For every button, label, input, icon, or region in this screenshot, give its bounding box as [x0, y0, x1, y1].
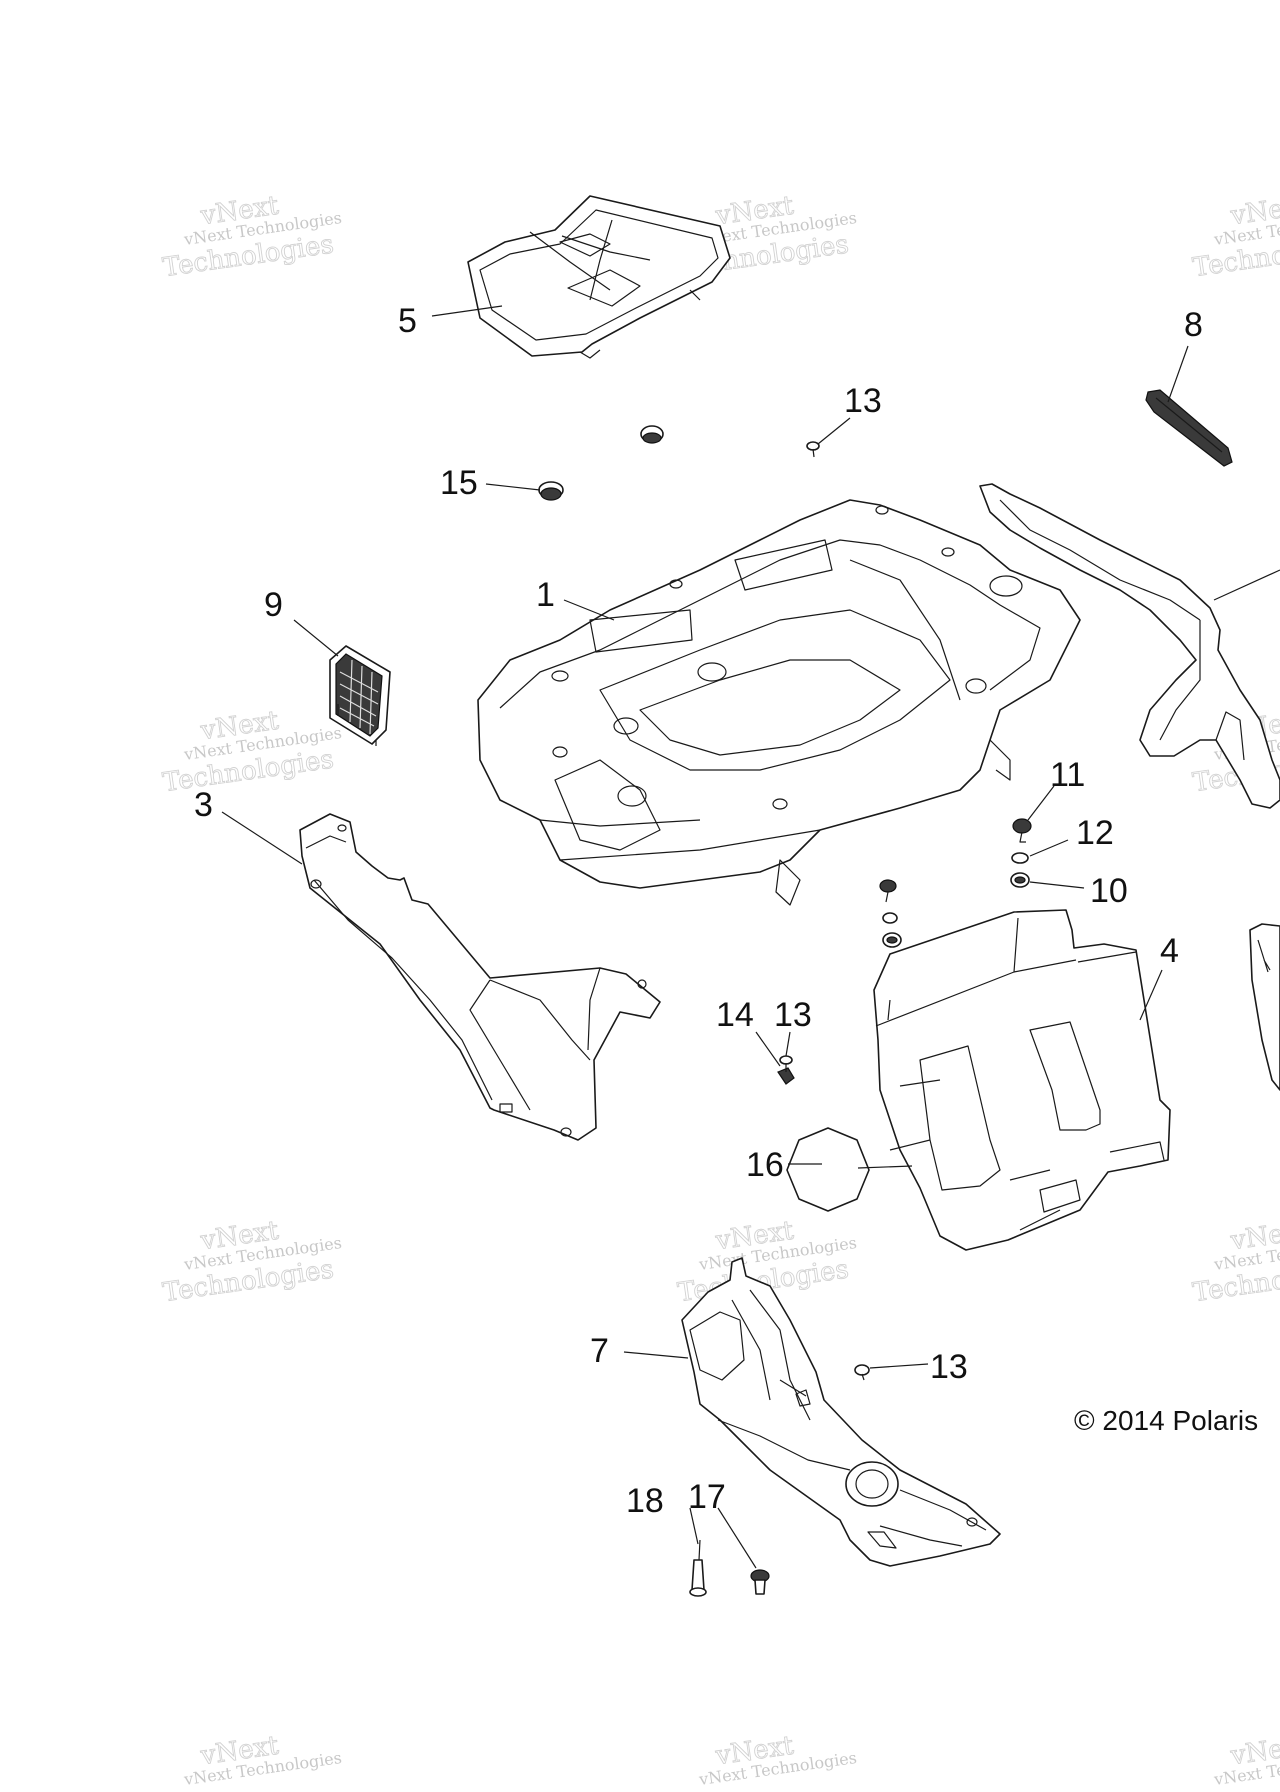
right-edge-partial-part	[1249, 923, 1280, 1091]
callout-5: 5	[398, 302, 417, 340]
part-13-screw	[779, 1055, 793, 1072]
watermark: vNext vNext Technologies Technologies	[160, 190, 342, 283]
callout-13: 13	[844, 382, 882, 420]
callout-1: 1	[536, 576, 555, 614]
watermark: vNext vNext Technologies Technologies	[160, 1215, 342, 1308]
callout-11: 11	[1050, 756, 1085, 794]
part-12-washer	[882, 852, 1029, 924]
callout-9: 9	[264, 586, 283, 624]
part-17-push-fastener	[750, 1569, 770, 1595]
callout-16: 16	[746, 1146, 784, 1184]
callout-labels: 5 8 13 15 1 9 3 11 12 10 4 14 13 16 7 13…	[194, 302, 1203, 1520]
callout-14: 14	[716, 996, 754, 1034]
part-18-pin-rivet	[689, 1539, 707, 1597]
callout-3: 3	[194, 786, 213, 824]
part-3-left-side-panel	[299, 813, 661, 1141]
callout-7: 7	[590, 1332, 609, 1370]
watermark: vNext vNext Technologies	[1212, 1730, 1280, 1789]
watermark: vNext vNext Technologies Technologies	[1190, 190, 1280, 283]
part-5-cover-panel	[467, 195, 731, 359]
part-10-nut	[882, 872, 1030, 948]
part-14-clip	[777, 1067, 795, 1085]
leader-lines	[221, 305, 1189, 1569]
part-11-push-rivet	[879, 818, 1032, 903]
part-9-vent-grille	[329, 645, 391, 746]
part-16-octagon-label	[786, 1127, 870, 1212]
watermark: vNext vNext Technologies	[697, 1730, 858, 1789]
callout-4: 4	[1160, 932, 1179, 970]
callout-8: 8	[1184, 306, 1203, 344]
callout-15: 15	[440, 464, 478, 502]
copyright-notice: © 2014 Polaris	[1074, 1405, 1258, 1436]
callout-13: 13	[774, 996, 812, 1034]
callout-18: 18	[626, 1482, 664, 1520]
part-15-grommet	[538, 425, 664, 501]
part-13-screw	[806, 441, 820, 458]
part-4-rear-panel	[873, 909, 1171, 1251]
callout-17: 17	[688, 1478, 726, 1516]
watermark: vNext vNext Technologies Technologies	[160, 705, 342, 798]
callout-13: 13	[930, 1348, 968, 1386]
part-1-main-tub	[477, 499, 1081, 906]
part-13-screw	[854, 1364, 870, 1381]
callout-12: 12	[1076, 814, 1114, 852]
part-7-lower-bracket	[681, 1257, 1001, 1567]
callout-10: 10	[1090, 872, 1128, 910]
watermark: vNext vNext Technologies Technologies	[1190, 1215, 1280, 1308]
part-8-trim-piece	[1145, 389, 1233, 467]
right-side-panel	[979, 483, 1280, 809]
watermark: vNext vNext Technologies	[182, 1730, 343, 1789]
